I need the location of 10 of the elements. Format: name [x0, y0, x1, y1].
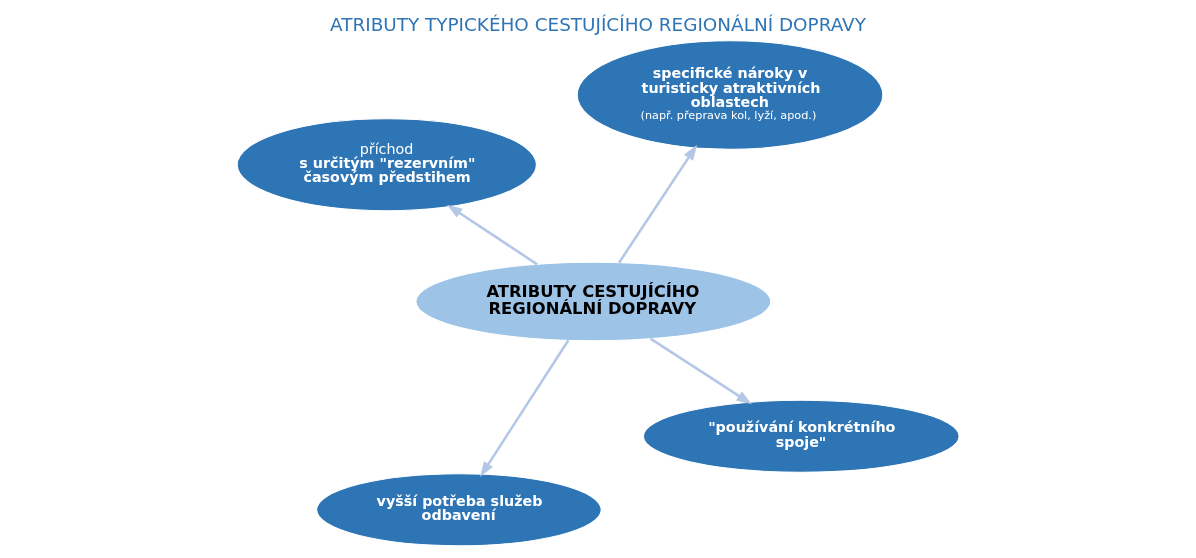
arrow: [649, 337, 752, 405]
node-ellipse: specifické nároky v turisticky atraktivních oblastech (např. přeprava kol, lyží, apod.): [576, 40, 884, 150]
arrow: [480, 339, 570, 477]
node-ellipse: příchod s určitým "rezervním" časovým předstihem: [236, 118, 537, 212]
arrow: [447, 204, 538, 266]
diagram-title: ATRIBUTY TYPICKÉHO CESTUJÍCÍHO REGIONÁLNÍ DOPRAVY: [330, 13, 866, 35]
node-ellipse: ATRIBUTY CESTUJÍCÍHO REGIONÁLNÍ DOPRAVY: [415, 261, 772, 342]
arrow: [618, 144, 698, 264]
node-ellipse: "používání konkrétního spoje": [642, 399, 960, 473]
node-ellipse: vyšší potřeba služeb odbavení: [316, 473, 602, 547]
